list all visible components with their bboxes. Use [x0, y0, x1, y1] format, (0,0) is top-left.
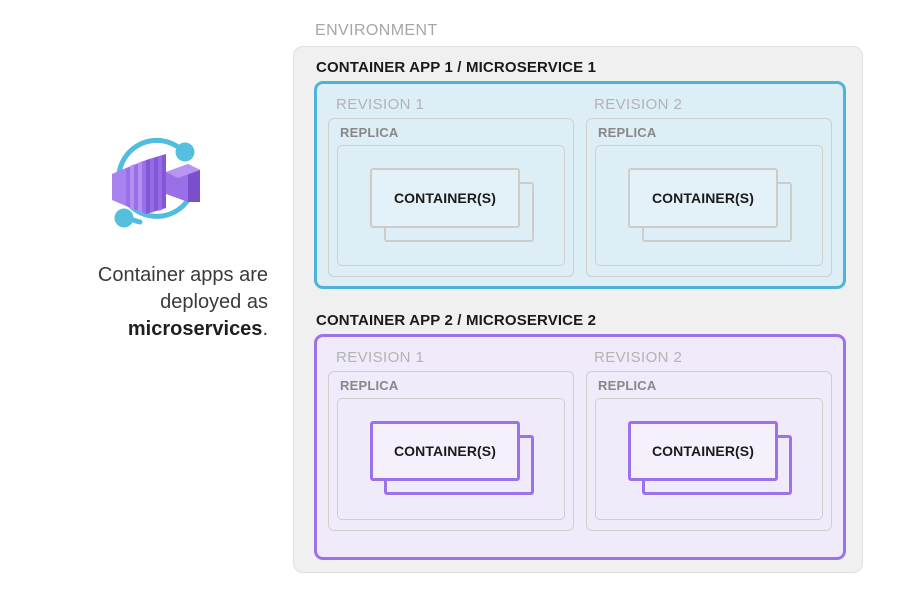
- container-box-front: CONTAINER(S): [370, 421, 520, 481]
- app2-revision-1-label: REVISION 1: [336, 349, 425, 366]
- app1-revision-1-container-stack: CONTAINER(S): [370, 168, 534, 242]
- container-app-2-group: CONTAINER APP 2 / MICROSERVICE 2 REVISIO…: [314, 312, 846, 560]
- environment-label: ENVIRONMENT: [315, 22, 438, 39]
- app1-revision-2: REVISION 2 REPLICA CONTAINER(S): [586, 94, 832, 277]
- container-box-front: CONTAINER(S): [370, 168, 520, 228]
- app1-revision-1-label: REVISION 1: [336, 96, 425, 113]
- app2-revision-1-container-label: CONTAINER(S): [393, 443, 497, 459]
- app1-revision-2-label: REVISION 2: [594, 96, 683, 113]
- caption-period: .: [262, 318, 268, 340]
- container-app-2-body: REVISION 1 REPLICA CONTAINER(S) REVISION: [314, 334, 846, 560]
- container-app-1-body: REVISION 1 REPLICA CONTAINER(S) REVISION: [314, 81, 846, 289]
- container-app-2-title: CONTAINER APP 2 / MICROSERVICE 2: [316, 312, 597, 329]
- container-box-front: CONTAINER(S): [628, 168, 778, 228]
- caption-emphasis: microservices: [127, 318, 263, 340]
- app2-revision-2-replica-box: REPLICA CONTAINER(S): [586, 371, 832, 531]
- app2-revision-2-container-stack: CONTAINER(S): [628, 421, 792, 495]
- app2-revision-1-replica-box: REPLICA CONTAINER(S): [328, 371, 574, 531]
- app2-revision-2-container-label: CONTAINER(S): [651, 443, 755, 459]
- app2-revision-2: REVISION 2 REPLICA CONTAINER(S): [586, 347, 832, 545]
- app2-revision-1-inner-box: CONTAINER(S): [337, 398, 565, 520]
- app2-revision-2-inner-box: CONTAINER(S): [595, 398, 823, 520]
- app1-revision-1-inner-box: CONTAINER(S): [337, 145, 565, 266]
- left-info-panel: Container apps are deployed as microserv…: [40, 130, 270, 343]
- app2-revision-1-replica-label: REPLICA: [340, 378, 399, 393]
- app1-revision-1-replica-box: REPLICA CONTAINER(S): [328, 118, 574, 277]
- app2-revision-1: REVISION 1 REPLICA CONTAINER(S): [328, 347, 574, 545]
- app1-revision-1-container-label: CONTAINER(S): [393, 190, 497, 206]
- app2-revision-2-label: REVISION 2: [594, 349, 683, 366]
- app2-revision-2-replica-label: REPLICA: [598, 378, 657, 393]
- app1-revision-2-inner-box: CONTAINER(S): [595, 145, 823, 266]
- environment-box: CONTAINER APP 1 / MICROSERVICE 1 REVISIO…: [293, 46, 863, 573]
- caption-line-2: deployed as: [160, 291, 268, 313]
- container-app-1-group: CONTAINER APP 1 / MICROSERVICE 1 REVISIO…: [314, 59, 846, 289]
- container-app-1-title: CONTAINER APP 1 / MICROSERVICE 1: [316, 59, 597, 76]
- azure-container-apps-icon: [112, 137, 200, 228]
- caption-line-1: Container apps are: [97, 264, 268, 286]
- app1-revision-2-replica-label: REPLICA: [598, 125, 657, 140]
- app1-revision-1-replica-label: REPLICA: [340, 125, 399, 140]
- app1-revision-1: REVISION 1 REPLICA CONTAINER(S): [328, 94, 574, 277]
- app2-revision-1-container-stack: CONTAINER(S): [370, 421, 534, 495]
- app1-revision-2-container-stack: CONTAINER(S): [628, 168, 792, 242]
- app1-revision-2-container-label: CONTAINER(S): [651, 190, 755, 206]
- container-box-front: CONTAINER(S): [628, 421, 778, 481]
- caption-text: Container apps are deployed as microserv…: [40, 262, 270, 343]
- app1-revision-2-replica-box: REPLICA CONTAINER(S): [586, 118, 832, 277]
